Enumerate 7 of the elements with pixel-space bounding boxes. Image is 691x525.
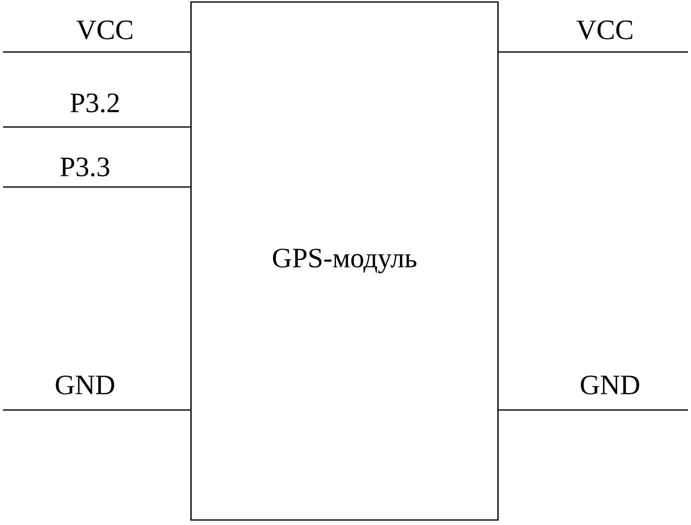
pin-label: VCC — [76, 20, 132, 40]
pin-label: GND — [580, 376, 640, 394]
pin-label: GND — [56, 376, 114, 394]
module-box: GPS-модуль — [190, 1, 499, 521]
pin-label: P3.2 — [70, 94, 119, 112]
pin-label: P3.3 — [60, 158, 110, 176]
pin-label: VCC — [576, 20, 632, 40]
